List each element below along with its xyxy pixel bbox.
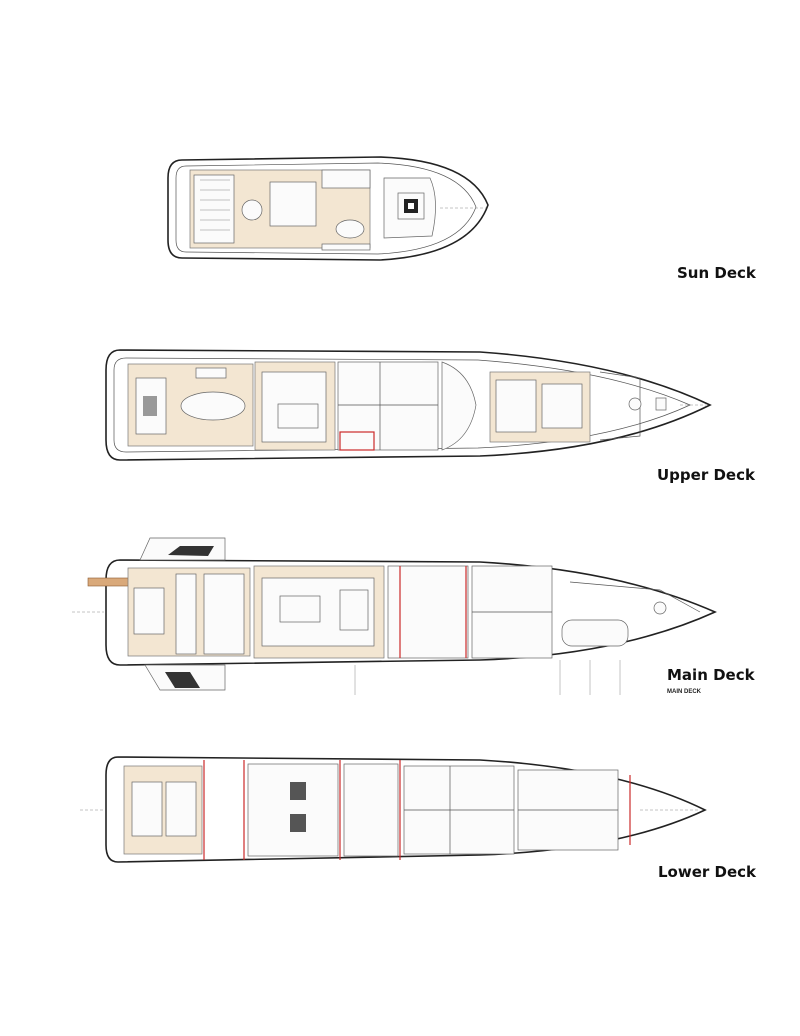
main-deck-label: Main Deck (667, 666, 755, 684)
sun-deck-label: Sun Deck (677, 264, 756, 282)
sun-deck-plan (167, 156, 489, 261)
lower-deck-label: Lower Deck (658, 863, 757, 881)
lower-deck-plan (80, 756, 707, 863)
main-deck-sublabel: MAIN DECK (667, 689, 701, 695)
upper-deck-plan (105, 349, 712, 461)
main-deck-plan (72, 537, 717, 695)
upper-deck-label: Upper Deck (657, 466, 755, 484)
